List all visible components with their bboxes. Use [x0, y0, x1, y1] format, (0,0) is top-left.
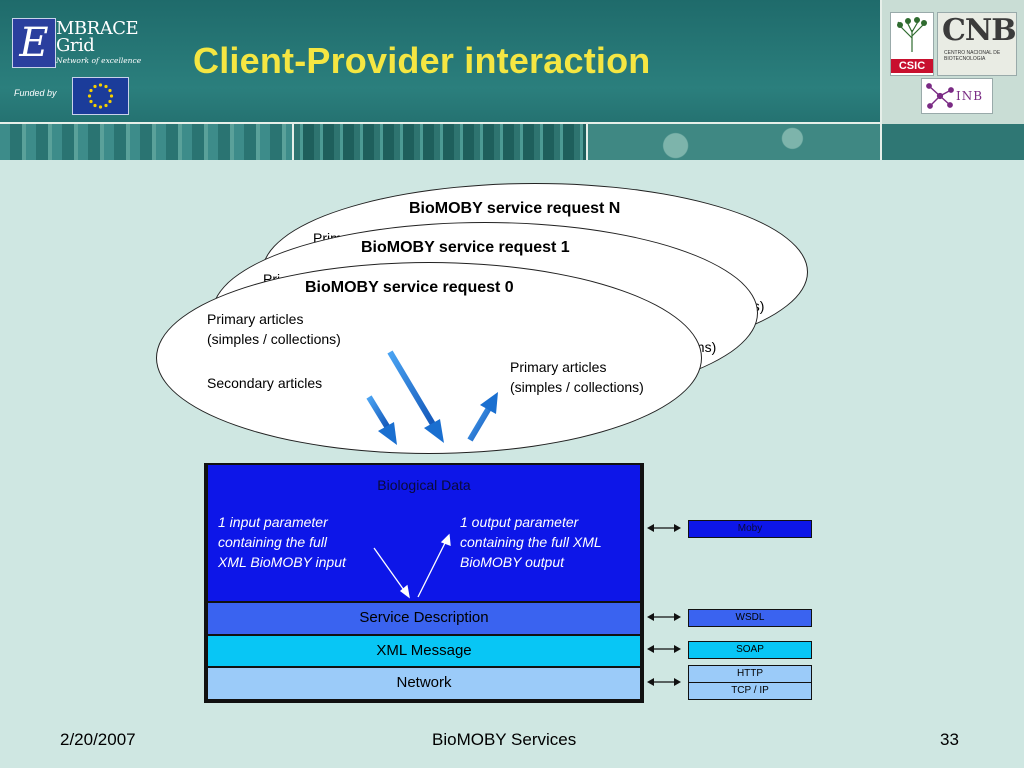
header-image-strip: [0, 124, 292, 160]
param-line: 1 output parameter: [460, 514, 579, 530]
inb-label: INB: [956, 89, 984, 103]
param-line: 1 input parameter: [218, 514, 328, 530]
request-ellipse-0: BioMOBY service request 0 Primary articl…: [156, 262, 702, 454]
double-arrow-icon: [647, 678, 681, 686]
protocol-stack: Biological Data 1 input parameter contai…: [204, 463, 644, 703]
protocol-tag-wsdl: WSDL: [688, 609, 812, 627]
logo-brand-line1: MBRACE: [56, 18, 139, 39]
header-divider: [292, 124, 294, 160]
layer-label: Biological Data: [377, 477, 471, 493]
header-divider: [0, 122, 1024, 124]
double-arrow-icon: [647, 613, 681, 621]
input-line: (simples / collections): [207, 331, 341, 347]
header-image-strip: [588, 124, 880, 160]
csic-logo: CSIC: [890, 12, 934, 76]
double-arrow-icon: [647, 645, 681, 653]
request-title: BioMOBY service request 1: [361, 239, 570, 256]
header-divider: [586, 124, 588, 160]
logo-brand: MBRACE Grid: [56, 18, 139, 56]
header-image-strip: [882, 124, 1024, 160]
param-line: containing the full: [218, 534, 327, 550]
cnb-subtitle: CENTRO NACIONAL DE BIOTECNOLOGIA: [944, 50, 1001, 62]
layer-label: XML Message: [376, 642, 472, 659]
protocol-tag-http: HTTP: [688, 665, 812, 683]
header-divider: [880, 0, 882, 160]
double-arrow-icon: [647, 524, 681, 532]
request-output-text: Primary articles (simples / collections): [510, 357, 644, 397]
request-title: BioMOBY service request 0: [305, 279, 514, 296]
inb-network-icon: [926, 83, 954, 109]
output-line: (simples / collections): [510, 379, 644, 395]
param-line: BioMOBY output: [460, 554, 565, 570]
layer-biological-data: Biological Data 1 input parameter contai…: [208, 465, 640, 601]
logo-brand-line2: Grid: [56, 35, 95, 56]
eu-flag-icon: [72, 77, 129, 115]
footer-date: 2/20/2007: [60, 730, 136, 749]
protocol-tag-moby: Moby: [688, 520, 812, 538]
slide-number: 33: [940, 730, 959, 749]
csic-label: CSIC: [891, 59, 933, 73]
embrace-e-icon: E: [12, 18, 56, 68]
input-line: Primary articles: [207, 311, 304, 327]
input-parameter-text: 1 input parameter containing the full XM…: [218, 512, 346, 572]
output-parameter-text: 1 output parameter containing the full X…: [460, 512, 602, 572]
csic-tree-icon: [897, 17, 927, 52]
protocol-tag-soap: SOAP: [688, 641, 812, 659]
cnb-logo: CNB CENTRO NACIONAL DE BIOTECNOLOGIA: [937, 12, 1017, 76]
output-line: Primary articles: [510, 359, 607, 375]
request-input-text: Primary articles (simples / collections): [207, 309, 341, 349]
funded-by-label: Funded by: [14, 88, 57, 98]
slide-header: E MBRACE Grid Network of excellence Fund…: [0, 0, 1024, 160]
layer-xml-message: XML Message: [208, 636, 640, 666]
layer-label: Service Description: [359, 609, 489, 626]
inb-logo: INB: [921, 78, 993, 114]
request-title: BioMOBY service request N: [409, 200, 621, 217]
param-flow-arrows: [373, 533, 451, 599]
embrace-grid-logo: E MBRACE Grid Network of excellence: [12, 18, 152, 70]
slide-title: Client-Provider interaction: [193, 40, 651, 81]
header-image-strip: [294, 124, 586, 160]
request-secondary-text: Secondary articles: [207, 375, 323, 391]
param-line: containing the full XML: [460, 534, 602, 550]
layer-service-description: Service Description: [208, 603, 640, 634]
protocol-tag-tcpip: TCP / IP: [688, 682, 812, 700]
layer-network: Network: [208, 668, 640, 699]
cnb-label: CNB: [942, 13, 1017, 48]
logo-tagline: Network of excellence: [56, 56, 142, 65]
layer-label: Network: [396, 674, 452, 691]
footer-title: BioMOBY Services: [432, 730, 577, 749]
param-line: XML BioMOBY input: [218, 554, 346, 570]
